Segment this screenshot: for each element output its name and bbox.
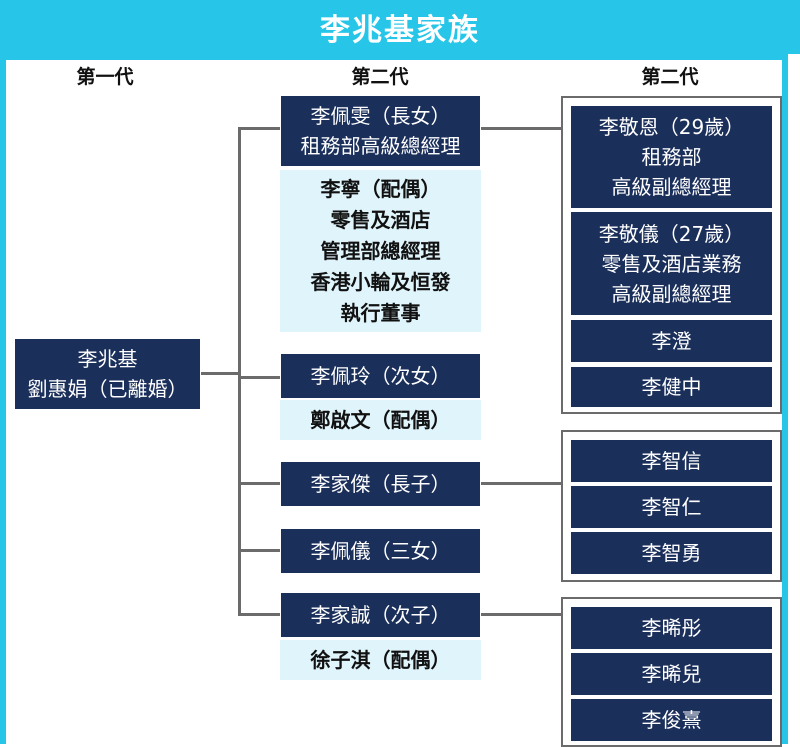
grandchild-box-1-2: 李敬儀（27歲） 零售及酒店業務 高級副總經理 [570, 211, 773, 316]
grandchild-2-3-line-1: 李智勇 [641, 541, 702, 565]
diagram-title: 李兆基家族 [0, 0, 800, 54]
spouse-box-2: 鄭啟文（配偶） [280, 400, 481, 440]
child-2-line-1: 李佩玲（次女） [310, 364, 451, 388]
header-generation-3: 第二代 [641, 65, 699, 88]
grandchild-1-1-line-1: 李敬恩（29歲） [598, 115, 745, 139]
grandchild-box-3-1: 李晞彤 [570, 606, 773, 650]
grandchild-1-4-line-1: 李健中 [641, 375, 702, 399]
connector-child-5 [238, 613, 282, 616]
grandchild-1-2-line-1: 李敬儀（27歲） [598, 221, 745, 246]
grandchildren-group-2: 李智信 李智仁 李智勇 [561, 430, 782, 582]
grandchild-1-2-line-2: 零售及酒店業務 [601, 251, 742, 276]
root-person-box: 李兆基 劉惠娟（已離婚） [14, 338, 201, 410]
child-4-line-1: 李佩儀（三女） [310, 539, 451, 563]
spouse-1-line-2: 零售及酒店 [330, 207, 431, 232]
spouse-1-line-5: 執行董事 [340, 300, 421, 325]
child-box-5: 李家誠（次子） [280, 592, 481, 638]
grandchild-box-3-3: 李俊熹 [570, 698, 773, 742]
grandchild-box-2-3: 李智勇 [570, 531, 773, 575]
connector-child-1 [238, 127, 282, 130]
child-5-line-1: 李家誠（次子） [310, 603, 451, 627]
grandchild-box-1-3: 李澄 [570, 319, 773, 363]
spouse-1-line-4: 香港小輪及恒發 [310, 269, 451, 294]
spouse-5-line-1: 徐子淇（配偶） [310, 647, 451, 672]
connector-grandgroup-2 [480, 482, 562, 485]
child-box-3: 李家傑（長子） [280, 461, 481, 507]
child-1-line-2: 租務部高級總經理 [300, 134, 461, 158]
spouse-2-line-1: 鄭啟文（配偶） [310, 407, 451, 432]
connector-child-3 [238, 482, 282, 485]
grandchild-1-1-line-2: 租務部 [641, 145, 702, 169]
header-generation-2: 第二代 [351, 65, 409, 88]
child-box-4: 李佩儀（三女） [280, 528, 481, 574]
connector-grandgroup-1 [480, 127, 562, 130]
grandchild-box-1-4: 李健中 [570, 366, 773, 408]
connector-root [200, 372, 241, 375]
child-box-1: 李佩雯（長女） 租務部高級總經理 [280, 95, 481, 167]
grandchild-box-1-1: 李敬恩（29歲） 租務部 高級副總經理 [570, 105, 773, 209]
child-1-line-1: 李佩雯（長女） [310, 104, 451, 128]
connector-child-4 [238, 549, 282, 552]
grandchild-1-3-line-1: 李澄 [651, 329, 692, 353]
grandchildren-group-3: 李晞彤 李晞兒 李俊熹 [561, 597, 782, 747]
grandchild-box-2-1: 李智信 [570, 439, 773, 483]
spouse-box-1: 李寧（配偶） 零售及酒店 管理部總經理 香港小輪及恒發 執行董事 [280, 170, 481, 332]
root-line-1: 李兆基 [77, 347, 138, 371]
grandchild-1-2-line-3: 高級副總經理 [611, 281, 732, 306]
grandchild-2-1-line-1: 李智信 [641, 449, 702, 473]
grandchild-3-3-line-1: 李俊熹 [641, 708, 702, 732]
connector-child-2 [238, 376, 282, 379]
grandchild-3-1-line-1: 李晞彤 [641, 616, 702, 640]
connector-grandgroup-3 [480, 613, 562, 616]
grandchild-2-2-line-1: 李智仁 [641, 495, 702, 519]
connector-trunk [238, 127, 241, 616]
grandchild-1-1-line-3: 高級副總經理 [611, 175, 732, 199]
grandchild-box-3-2: 李晞兒 [570, 652, 773, 696]
child-3-line-1: 李家傑（長子） [310, 472, 451, 496]
child-box-2: 李佩玲（次女） [280, 353, 481, 399]
diagram-frame [0, 54, 788, 744]
spouse-1-line-1: 李寧（配偶） [320, 176, 441, 201]
grandchildren-group-1: 李敬恩（29歲） 租務部 高級副總經理 李敬儀（27歲） 零售及酒店業務 高級副… [561, 96, 782, 414]
grandchild-3-2-line-1: 李晞兒 [641, 662, 702, 686]
root-line-2: 劉惠娟（已離婚） [27, 377, 188, 401]
grandchild-box-2-2: 李智仁 [570, 485, 773, 529]
spouse-1-line-3: 管理部總經理 [320, 238, 441, 263]
spouse-box-5: 徐子淇（配偶） [280, 640, 481, 680]
header-generation-1: 第一代 [76, 65, 134, 88]
